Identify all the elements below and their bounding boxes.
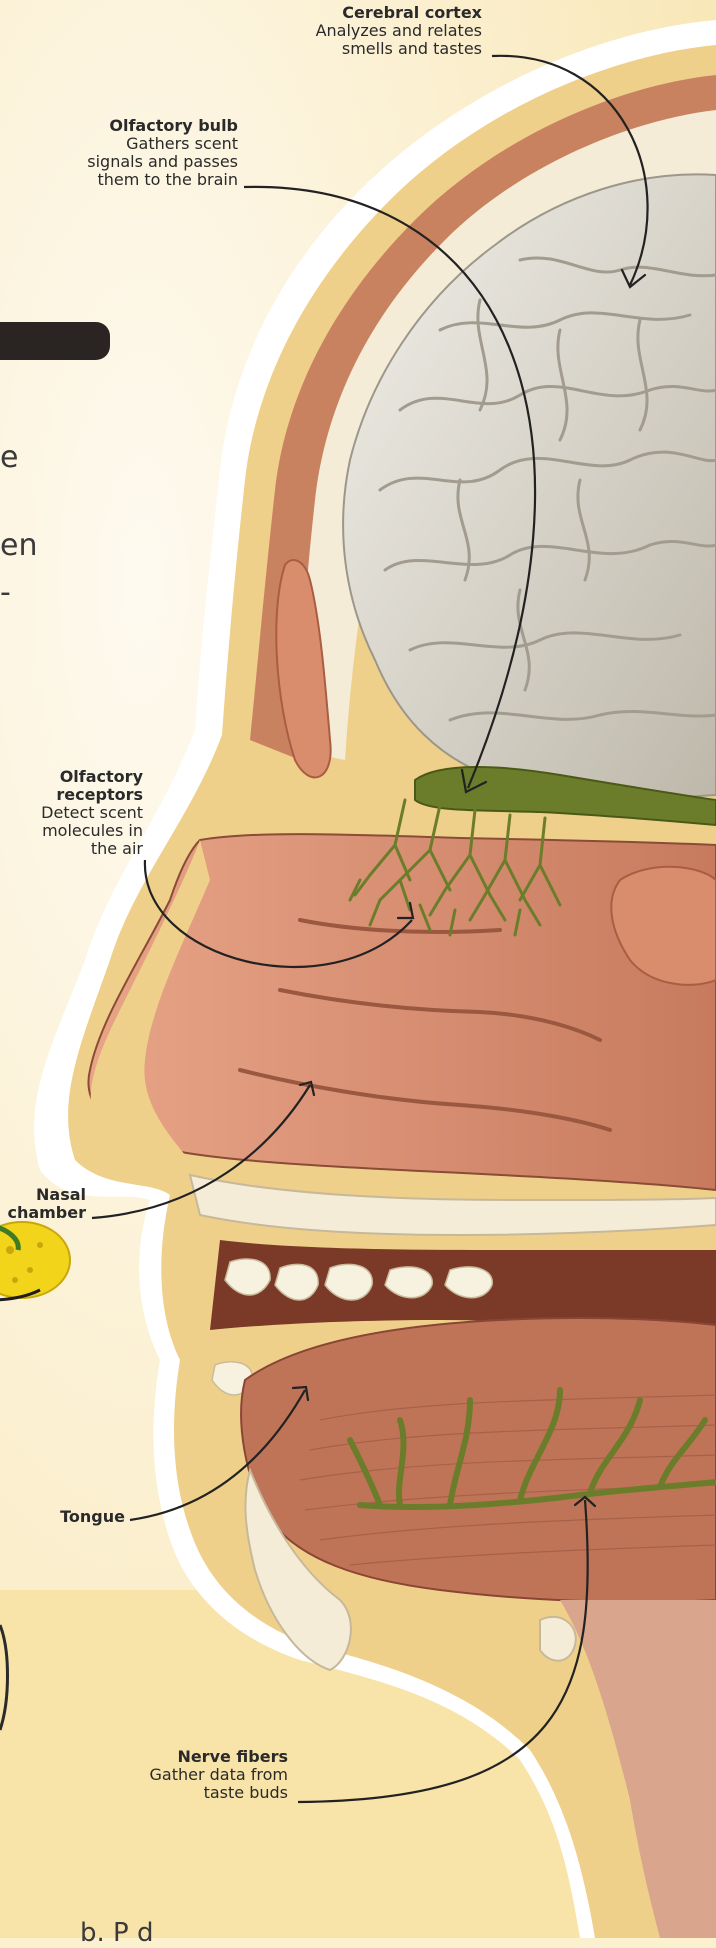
text-fragment: e — [0, 440, 18, 475]
label-title: chamber — [7, 1204, 86, 1222]
label-desc-line: taste buds — [150, 1784, 288, 1802]
label-olfactory-receptors: Olfactory receptors Detect scent molecul… — [41, 768, 143, 858]
label-olfactory-bulb: Olfactory bulb Gathers scent signals and… — [87, 117, 238, 189]
label-desc-line: Analyzes and relates — [316, 22, 482, 40]
label-desc-line: them to the brain — [87, 171, 238, 189]
label-title: Olfactory bulb — [87, 117, 238, 135]
label-cerebral-cortex: Cerebral cortex Analyzes and relates sme… — [316, 4, 482, 58]
label-desc-line: Gather data from — [150, 1766, 288, 1784]
text-fragment: en — [0, 528, 37, 563]
label-title: Nasal — [7, 1186, 86, 1204]
label-title: receptors — [41, 786, 143, 804]
text-fragment: - — [0, 575, 11, 610]
label-desc-line: smells and tastes — [316, 40, 482, 58]
label-title: Tongue — [60, 1508, 125, 1526]
label-desc-line: molecules in — [41, 822, 143, 840]
label-tongue: Tongue — [60, 1508, 125, 1526]
label-title: Nerve fibers — [150, 1748, 288, 1766]
text-fragment: b. P d — [80, 1918, 153, 1948]
label-title: Olfactory — [41, 768, 143, 786]
label-title: Cerebral cortex — [316, 4, 482, 22]
section-header-bar — [0, 322, 110, 360]
hyoid — [540, 1617, 576, 1661]
label-nasal-chamber: Nasal chamber — [7, 1186, 86, 1222]
label-desc-line: Gathers scent — [87, 135, 238, 153]
label-desc-line: signals and passes — [87, 153, 238, 171]
label-desc-line: the air — [41, 840, 143, 858]
label-nerve-fibers: Nerve fibers Gather data from taste buds — [150, 1748, 288, 1802]
label-desc-line: Detect scent — [41, 804, 143, 822]
